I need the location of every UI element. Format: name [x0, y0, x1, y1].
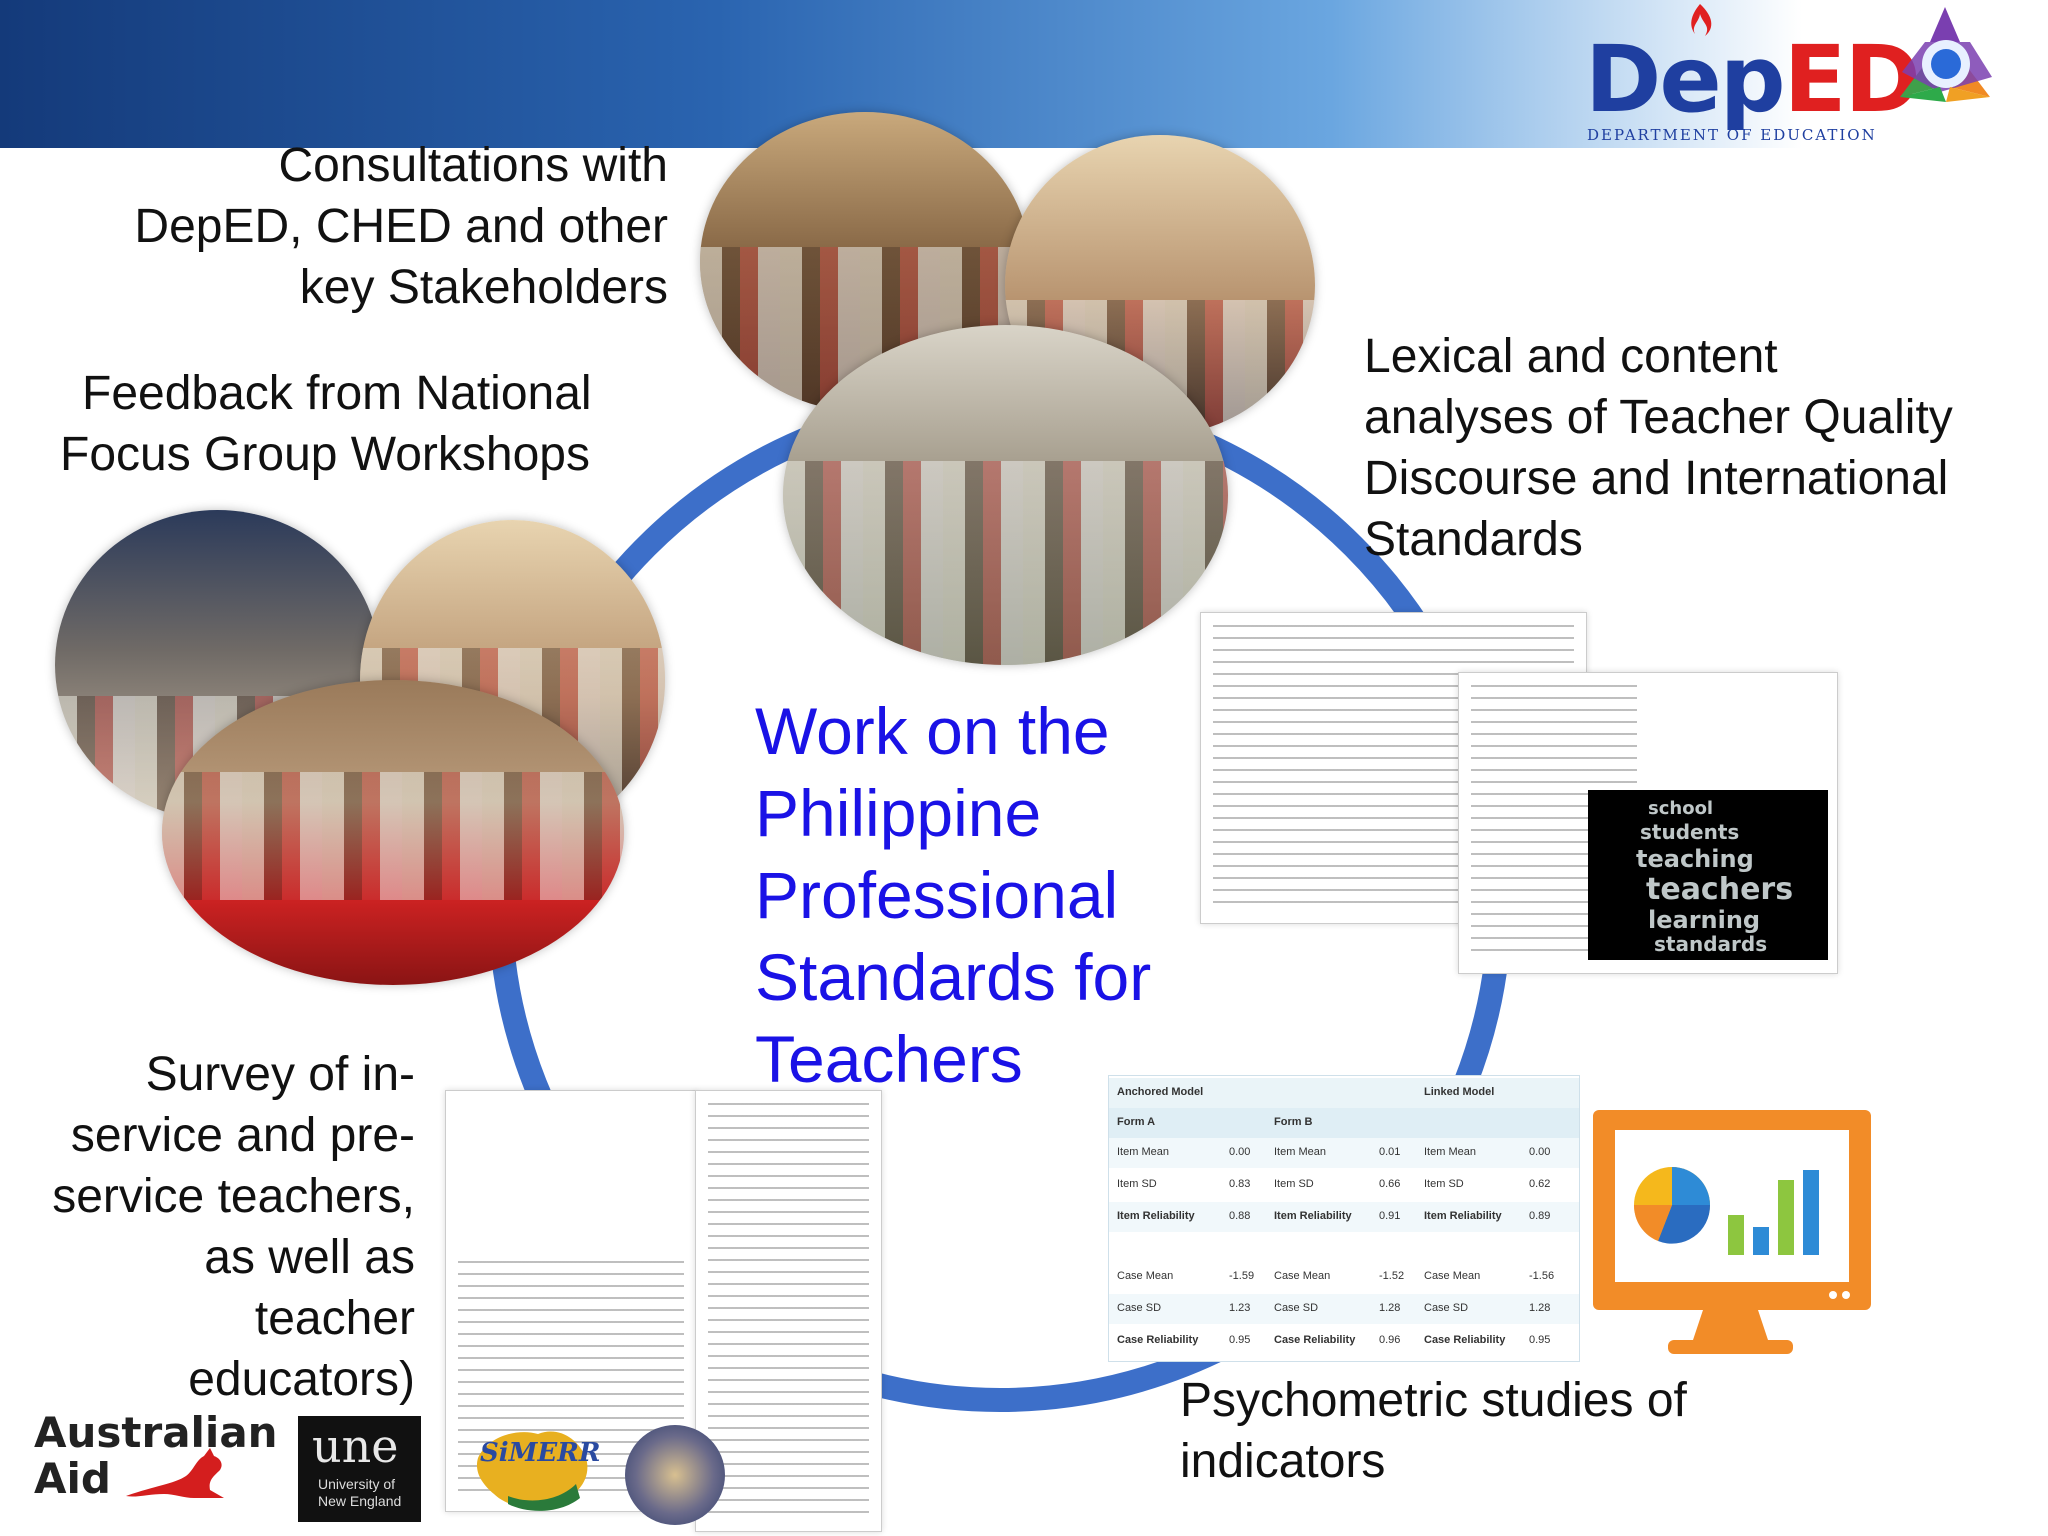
table-cell: -1.56 [1529, 1270, 1555, 1282]
table-row: Case Mean -1.59 Case Mean -1.52 Case Mean -1.… [1109, 1262, 1579, 1292]
title-line: Professional [755, 858, 1119, 932]
consultations-label: Consultations with DepED, CHED and other… [134, 139, 668, 314]
table-form-a: Form A [1117, 1116, 1156, 1128]
monitor-chart-icon [1593, 1110, 1871, 1354]
une-logo: une University of New England [298, 1416, 421, 1522]
deped-wordmark: DepED [1585, 26, 1921, 133]
une-subtitle: University of New England [318, 1476, 402, 1509]
survey-document-2 [695, 1090, 882, 1532]
table-cell: 0.96 [1379, 1334, 1401, 1346]
table-header-row: Anchored Model Linked Model [1109, 1078, 1579, 1108]
simerr-text: SiMERR [480, 1438, 601, 1468]
australian-aid-logo: Australian Aid [34, 1410, 278, 1520]
table-cell: Item SD [1117, 1178, 1157, 1190]
table-cell: -1.52 [1379, 1270, 1405, 1282]
title-line: Philippine [755, 776, 1042, 850]
table-header-linked: Linked Model [1424, 1086, 1495, 1098]
table-cell: 1.28 [1529, 1302, 1551, 1314]
table-cell: Case SD [1274, 1302, 1319, 1314]
table-cell: -1.59 [1229, 1270, 1255, 1282]
table-cell: 1.28 [1379, 1302, 1401, 1314]
table-cell: Case SD [1117, 1302, 1162, 1314]
table-cell: 1.23 [1229, 1302, 1251, 1314]
table-cell: Case Reliability [1274, 1334, 1356, 1346]
word-cloud-word: teaching [1636, 845, 1754, 873]
flame-icon [1691, 4, 1712, 36]
feedback-label: Feedback from National Focus Group Works… [60, 367, 592, 481]
title-line: Standards for [755, 940, 1152, 1014]
table-cell: 0.00 [1529, 1146, 1551, 1158]
word-cloud: school students teaching teachers learni… [1588, 790, 1828, 960]
table-cell: 0.83 [1229, 1178, 1251, 1190]
deped-logo: DepED DEPARTMENT OF EDUCATION [1585, 4, 1921, 148]
australia-map-icon [476, 1431, 588, 1511]
table-cell: Item Reliability [1274, 1210, 1352, 1222]
table-header-anchored: Anchored Model [1117, 1086, 1204, 1098]
word-cloud-word: school [1648, 798, 1714, 819]
table-cell: Item Mean [1274, 1146, 1326, 1158]
simerr-logo: SiMERR [468, 1418, 601, 1518]
aid-text-line2: Aid [34, 1454, 111, 1503]
table-cell: Case Reliability [1117, 1334, 1199, 1346]
table-cell: 0.66 [1379, 1178, 1401, 1190]
table-cell: 0.00 [1229, 1146, 1251, 1158]
table-cell: Item SD [1274, 1178, 1314, 1190]
table-row: Item SD 0.83 Item SD 0.66 Item SD 0.62 [1109, 1170, 1579, 1200]
psychometric-label: Psychometric studies of indicators [1180, 1374, 1687, 1488]
table-cell: 0.95 [1529, 1334, 1551, 1346]
table-row: Case SD 1.23 Case SD 1.28 Case SD 1.28 [1109, 1294, 1579, 1324]
table-form-b: Form B [1274, 1116, 1313, 1128]
workshop-photo-3 [162, 680, 624, 985]
word-cloud-word: students [1640, 820, 1740, 844]
word-cloud-word: standards [1654, 932, 1768, 956]
rctq-logo: RCTQ [1880, 2, 2010, 148]
table-cell: Case Mean [1424, 1270, 1481, 1282]
psychometric-table: Anchored Model Linked Model Form A Form … [1108, 1075, 1580, 1362]
table-cell: 0.89 [1529, 1210, 1551, 1222]
table-cell: Item SD [1424, 1178, 1464, 1190]
kangaroo-icon [126, 1448, 224, 1498]
title-line: Work on the [755, 694, 1110, 768]
table-cell: Case Mean [1117, 1270, 1174, 1282]
table-cell: Case SD [1424, 1302, 1469, 1314]
center-title: Work on the Philippine Professional Stan… [755, 690, 1185, 1100]
une-wordmark: une [312, 1419, 399, 1473]
aid-text-line1: Australian [34, 1408, 278, 1457]
table-cell: 0.95 [1229, 1334, 1251, 1346]
table-cell: 0.62 [1529, 1178, 1551, 1190]
word-cloud-word: learning [1648, 906, 1761, 934]
table-row: Item Mean 0.00 Item Mean 0.01 Item Mean 0.00 [1109, 1138, 1579, 1168]
table-cell: 0.91 [1379, 1210, 1401, 1222]
table-cell: 0.88 [1229, 1210, 1251, 1222]
table-form-row: Form A Form B [1109, 1108, 1579, 1138]
consultation-photo-3 [783, 325, 1228, 665]
table-cell: Case Reliability [1424, 1334, 1506, 1346]
table-row: Item Reliability 0.88 Item Reliability 0.91… [1109, 1202, 1579, 1232]
rctq-text: RCTQ [1915, 120, 1978, 145]
table-cell: Item Mean [1424, 1146, 1476, 1158]
university-seal [625, 1425, 725, 1525]
survey-label: Survey of in- service and pre- service t… [52, 1048, 415, 1406]
lexical-label: Lexical and content analyses of Teacher … [1364, 330, 1953, 566]
deped-subtitle: DEPARTMENT OF EDUCATION [1587, 126, 1877, 144]
word-cloud-word: teachers [1646, 872, 1794, 907]
table-cell: Item Mean [1117, 1146, 1169, 1158]
title-line: Teachers [755, 1022, 1023, 1096]
rctq-emblem-icon [1900, 7, 1992, 102]
table-cell: Case Mean [1274, 1270, 1331, 1282]
table-cell: Item Reliability [1424, 1210, 1502, 1222]
table-cell: 0.01 [1379, 1146, 1401, 1158]
table-row: Case Reliability 0.95 Case Reliability 0.96… [1109, 1326, 1579, 1356]
table-cell: Item Reliability [1117, 1210, 1195, 1222]
